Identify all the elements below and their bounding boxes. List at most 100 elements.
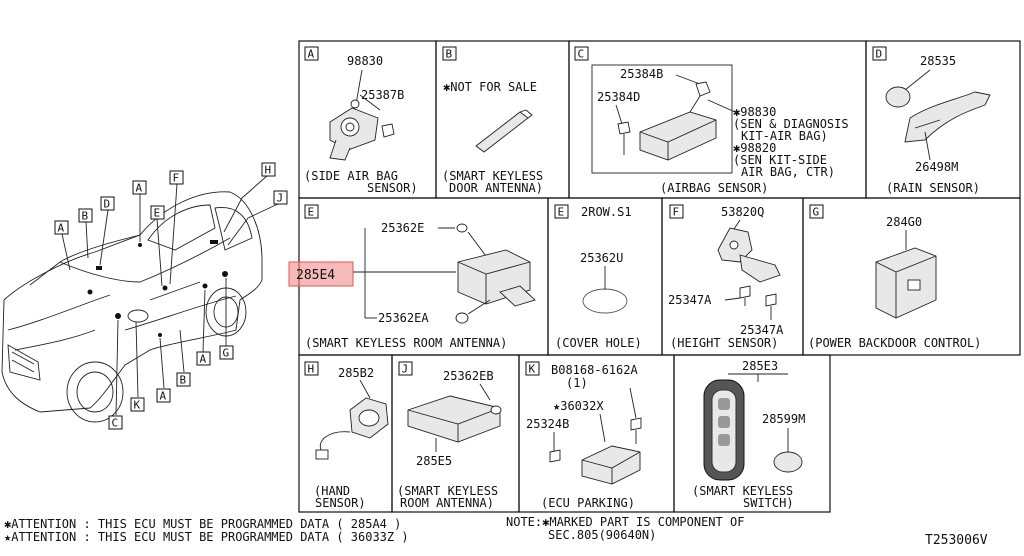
panel-j: J 25362EB 285E5 (SMART KEYLESS ROOM ANTE… (391, 354, 520, 513)
part-number: 285E5 (416, 454, 452, 468)
panel-caption: (SMART KEYLESS (442, 169, 543, 183)
svg-text:K: K (529, 363, 536, 376)
part-number: 25362EB (443, 369, 494, 383)
panel-caption: ROOM ANTENNA) (400, 496, 494, 510)
part-number: 98830 (347, 54, 383, 68)
panel-caption: (SMART KEYLESS (692, 484, 793, 498)
part-number: 285B2 (338, 366, 374, 380)
panel-e-room-antenna: E 285E4 25362E 25362EA (SMART KEYLESS RO… (288, 197, 549, 356)
svg-text:A: A (160, 390, 167, 403)
note-line: (SEN KIT-SIDE (733, 153, 827, 167)
car-callout-tag: A (54, 220, 69, 235)
svg-text:K: K (134, 399, 141, 412)
car-callout-tag: A (132, 180, 147, 195)
car-callout-tag: K (130, 397, 145, 412)
highlighted-part-box[interactable] (288, 261, 354, 287)
panel-g: G 284G0 (POWER BACKDOOR CONTROL) (802, 197, 1021, 356)
diagram-code: T253006V (925, 533, 988, 548)
svg-text:A: A (58, 222, 65, 235)
svg-text:C: C (112, 417, 119, 430)
svg-text:F: F (673, 206, 680, 219)
part-number: 25324B (526, 417, 569, 431)
footer: ✱ATTENTION : THIS ECU MUST BE PROGRAMMED… (4, 515, 988, 548)
panel-caption: (COVER HOLE) (555, 336, 642, 350)
svg-text:J: J (277, 192, 284, 205)
panel-caption: (HAND (314, 484, 350, 498)
svg-text:B: B (180, 374, 187, 387)
bolt-quantity: (1) (566, 376, 588, 390)
not-for-sale-note: ✱NOT FOR SALE (443, 80, 537, 94)
part-number: 25384B (620, 67, 663, 81)
panel-caption: SENSOR) (315, 496, 366, 510)
svg-text:H: H (308, 363, 315, 376)
panel-caption: (ECU PARKING) (541, 496, 635, 510)
panel-k: K B08168-6162A (1) ★36032X 25324B (ECU P… (518, 354, 675, 513)
car-callout-tag: F (169, 170, 184, 185)
svg-text:B: B (446, 48, 453, 61)
svg-text:D: D (104, 198, 111, 211)
car-callout-tag: G (219, 345, 234, 360)
part-number: 26498M (915, 160, 958, 174)
panel-d: D 28535 26498M (RAIN SENSOR) (865, 40, 1021, 199)
car-callout-tag: D (100, 196, 115, 211)
part-number: 25347A (668, 293, 712, 307)
panel-caption: (AIRBAG SENSOR) (660, 181, 768, 195)
panel-title: 2ROW.S1 (581, 205, 632, 219)
part-number: 284G0 (886, 215, 922, 229)
panel-c: C 25384B 25384D ✱98830 (SEN & DIAGNOSIS … (568, 40, 867, 199)
svg-text:B: B (82, 210, 89, 223)
svg-text:F: F (173, 172, 180, 185)
svg-text:E: E (154, 207, 161, 220)
car-callout-tag: A (156, 388, 171, 403)
part-number: 25387B (361, 88, 404, 102)
car-callout-tag: B (176, 372, 191, 387)
svg-text:D: D (876, 48, 883, 61)
note-line: ✱98820 (733, 141, 776, 155)
note-line: (SEN & DIAGNOSIS (733, 117, 849, 131)
panel-caption: (RAIN SENSOR) (886, 181, 980, 195)
svg-text:J: J (402, 363, 409, 376)
part-number: 25362EA (378, 311, 429, 325)
attention-note: ✱ATTENTION : THIS ECU MUST BE PROGRAMMED… (4, 517, 401, 531)
highlighted-part-number[interactable]: 285E4 (296, 268, 335, 283)
panel-b: B ✱NOT FOR SALE (SMART KEYLESS DOOR ANTE… (435, 40, 570, 199)
svg-text:A: A (136, 182, 143, 195)
panel-h: H 285B2 (HAND SENSOR) (298, 354, 393, 513)
part-number: 25362E (381, 221, 424, 235)
svg-text:A: A (200, 353, 207, 366)
car-illustration: A B D A E F H J A G B A C K (1, 162, 288, 430)
panel-a: A 98830 25387B (SIDE AIR BAG SENSOR) (298, 40, 437, 199)
svg-text:E: E (308, 206, 315, 219)
svg-text:E: E (558, 206, 565, 219)
svg-text:A: A (308, 48, 315, 61)
attention-note: ★ATTENTION : THIS ECU MUST BE PROGRAMMED… (4, 530, 409, 544)
car-callout-tag: A (196, 351, 211, 366)
bolt-part-number: B08168-6162A (551, 363, 638, 377)
car-callout-tag: J (273, 190, 288, 205)
part-number: ★36032X (553, 399, 604, 413)
car-callout-tag: B (78, 208, 93, 223)
svg-text:C: C (578, 48, 585, 61)
part-number: 25362U (580, 251, 623, 265)
panel-caption: (SMART KEYLESS (397, 484, 498, 498)
panel-e-cover-hole: E 2ROW.S1 25362U (COVER HOLE) (547, 197, 663, 356)
panel-smart-keyless-switch: 285E3 28599M (SMART KEYLESS SWITCH) (673, 354, 831, 513)
note-line: KIT-AIR BAG) (741, 129, 828, 143)
part-number: 25347A (740, 323, 784, 337)
panel-f: F 53820Q 25347A 25347A (HEIGHT SENSOR) (661, 197, 804, 356)
car-callout-tag: E (150, 205, 165, 220)
panel-caption: (SMART KEYLESS ROOM ANTENNA) (305, 336, 507, 350)
car-callout-tag: H (261, 162, 276, 177)
part-number: 28599M (762, 412, 805, 426)
panel-caption: (HEIGHT SENSOR) (670, 336, 778, 350)
part-number: 28535 (920, 54, 956, 68)
note-line: AIR BAG, CTR) (741, 165, 835, 179)
marked-part-note: SEC.805(90640N) (548, 528, 656, 542)
part-number: 53820Q (721, 205, 764, 219)
svg-text:G: G (223, 347, 230, 360)
panel-caption: SENSOR) (367, 181, 418, 195)
note-line: ✱98830 (733, 105, 776, 119)
marked-part-note: NOTE:✱MARKED PART IS COMPONENT OF (506, 515, 744, 529)
panel-caption: (POWER BACKDOOR CONTROL) (808, 336, 981, 350)
